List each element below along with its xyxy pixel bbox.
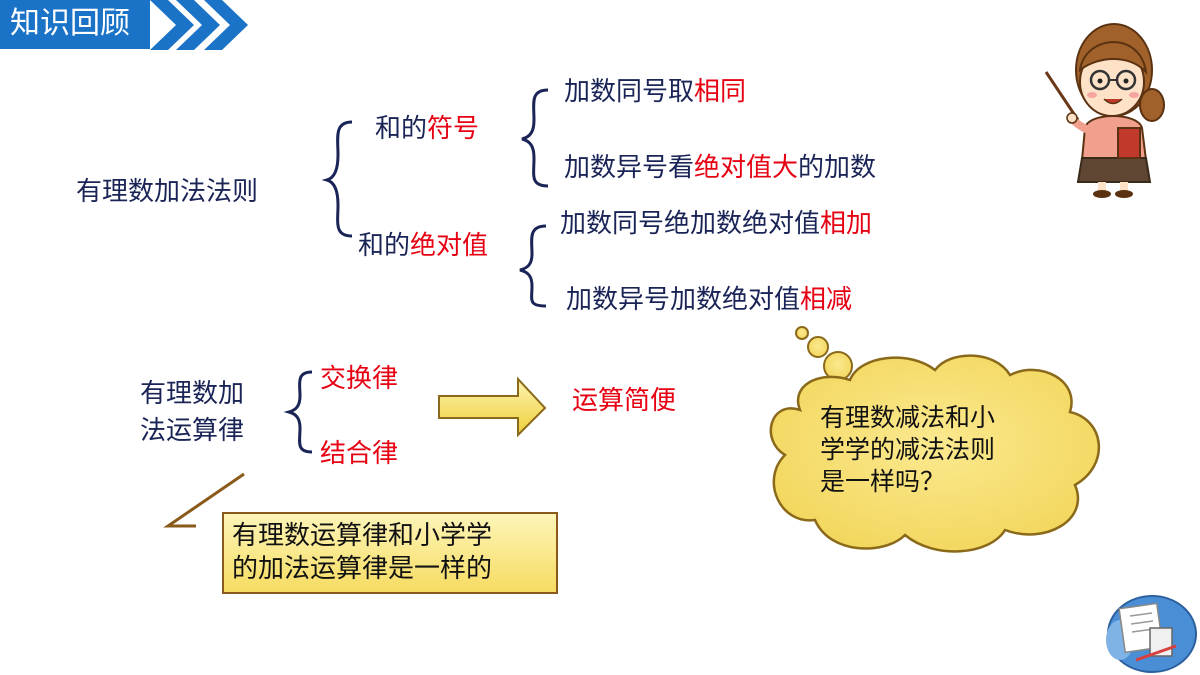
- right-arrow-icon: [438, 376, 547, 438]
- sign-label-plain: 和的: [375, 114, 428, 144]
- abs-same-red: 相加: [820, 209, 873, 239]
- cloud-line2: 学学的减法法则: [820, 435, 996, 464]
- abs-same-rule: 加数同号绝加数绝对值相加: [560, 208, 872, 240]
- thought-cloud-shape: [769, 326, 1100, 553]
- note-box: 有理数运算律和小学学 的加法运算律是一样的: [222, 512, 558, 594]
- note-line2: 的加法运算律是一样的: [232, 554, 493, 584]
- callout-line: [163, 472, 245, 528]
- header-title: 知识回顾: [10, 6, 130, 41]
- abs-different-rule: 加数异号加数绝对值相减: [566, 284, 852, 316]
- study-clipart-icon: [1106, 595, 1197, 673]
- sign-label: 和的符号: [375, 113, 479, 145]
- sign-different-rule: 加数异号看绝对值大的加数: [564, 152, 876, 184]
- cloud-line1: 有理数减法和小: [820, 403, 996, 432]
- laws-result: 运算简便: [572, 386, 677, 416]
- sign-same-plain: 加数同号取: [564, 77, 695, 107]
- cloud-line3: 是一样吗？: [820, 467, 946, 496]
- sign-label-red: 符号: [427, 114, 480, 144]
- sign-same-rule: 加数同号取相同: [564, 76, 746, 108]
- sign-different-plain: 加数异号看: [564, 153, 695, 183]
- sign-same-red: 相同: [694, 77, 747, 107]
- law-associative: 结合律: [320, 439, 399, 469]
- header-chevrons-icon: [150, 0, 248, 50]
- rules-title: 有理数加法法则: [76, 177, 259, 207]
- left-brace-icon: [519, 224, 547, 308]
- sign-different-red: 绝对值大: [694, 153, 799, 183]
- left-brace-icon: [283, 370, 313, 454]
- thought-cloud-text: 有理数减法和小 学学的减法法则 是一样吗？: [820, 402, 995, 498]
- laws-title-line1: 有理数加: [140, 379, 245, 409]
- law-commutative: 交换律: [320, 364, 399, 394]
- abs-same-plain: 加数同号绝加数绝对值: [560, 209, 821, 239]
- header-banner: [0, 0, 150, 49]
- laws-title-line2: 法运算律: [140, 416, 245, 446]
- teacher-illustration: [1044, 23, 1165, 198]
- left-brace-icon: [321, 120, 353, 238]
- left-brace-icon: [521, 88, 549, 188]
- abs-label-red: 绝对值: [410, 231, 489, 261]
- abs-label: 和的绝对值: [358, 230, 488, 262]
- abs-different-plain: 加数异号加数绝对值: [566, 285, 801, 315]
- note-text: 有理数运算律和小学学 的加法运算律是一样的: [232, 520, 492, 586]
- abs-different-red: 相减: [800, 285, 853, 315]
- note-line1: 有理数运算律和小学学: [232, 521, 493, 551]
- abs-label-plain: 和的: [358, 231, 411, 261]
- sign-different-tail: 的加数: [798, 153, 877, 183]
